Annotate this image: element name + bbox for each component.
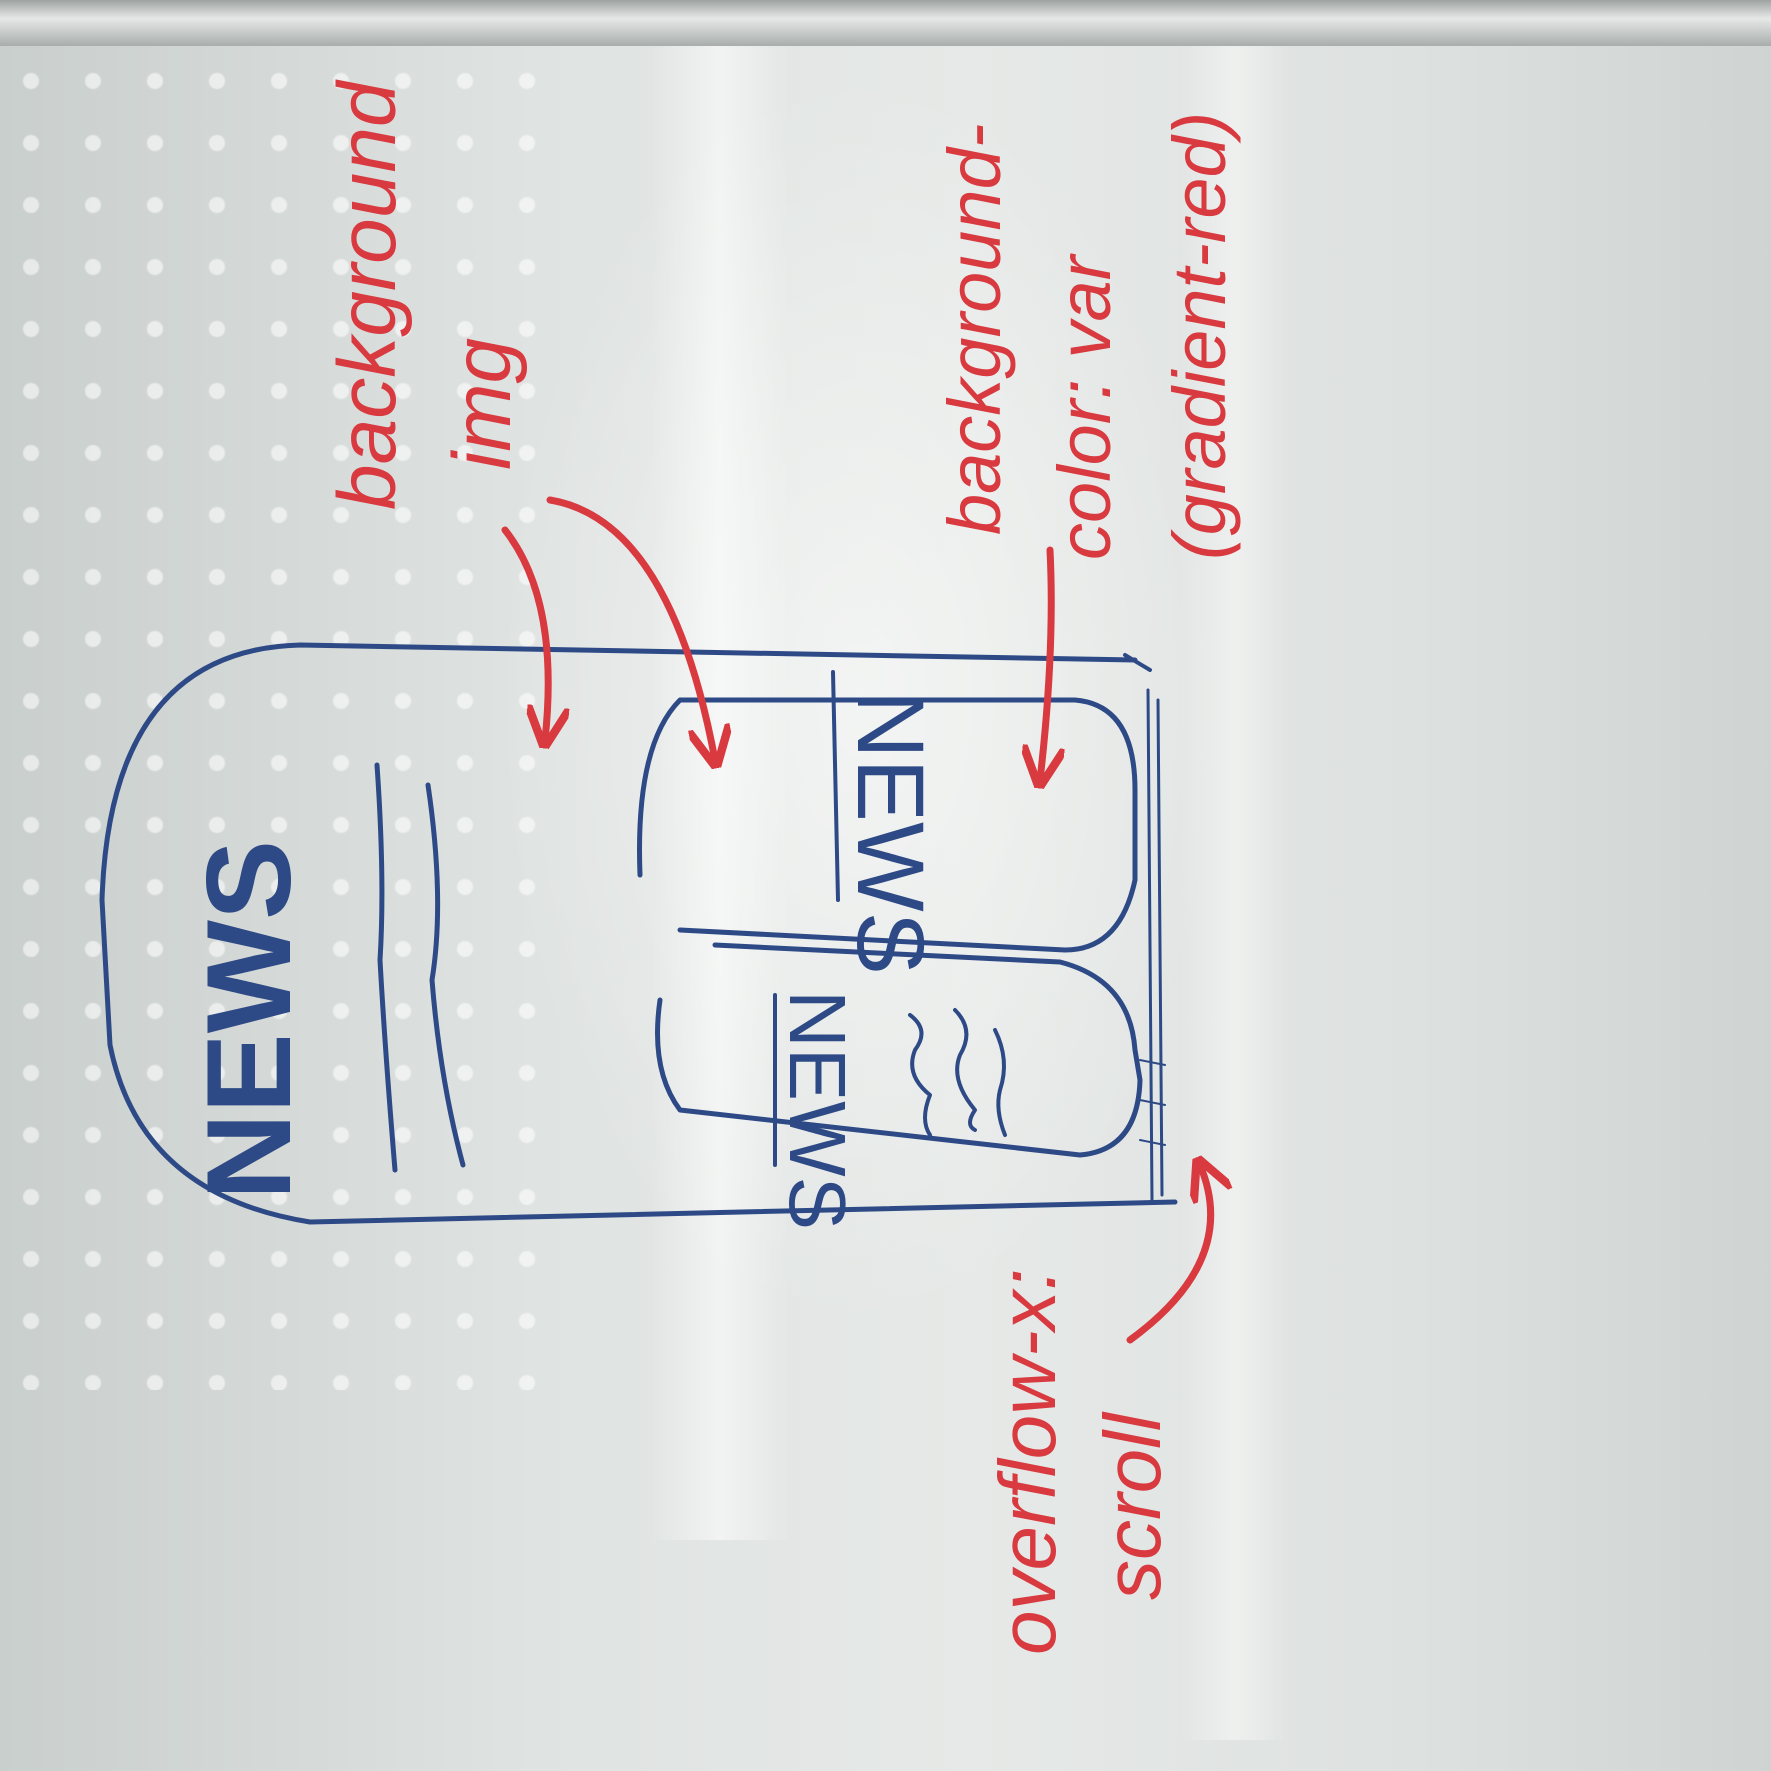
news-card-1-title: NEWS	[837, 690, 943, 975]
svg-text:background-: background-	[933, 124, 1016, 535]
svg-text:background: background	[322, 79, 413, 510]
svg-text:img: img	[437, 338, 528, 470]
annotation-background-color: background- color: var (gradient-red)	[933, 112, 1241, 780]
whiteboard-top-rail	[0, 0, 1771, 46]
page-outline-edge	[1123, 653, 1152, 672]
whiteboard-texture	[0, 50, 560, 1390]
svg-text:(gradient-red): (gradient-red)	[1158, 112, 1241, 560]
main-card-text-line	[425, 782, 466, 1168]
news-card-2-title: NEWS	[773, 990, 862, 1230]
arrow-to-overflow	[1126, 1165, 1211, 1344]
page-outline	[99, 642, 1178, 1225]
main-card: NEWS	[182, 762, 466, 1200]
overflow-edge	[1139, 688, 1166, 1202]
light-glare	[1180, 40, 1290, 1740]
light-glare	[650, 40, 790, 1540]
main-card-text-line	[374, 762, 398, 1173]
annotation-background-img: background img	[322, 79, 715, 760]
svg-text:scroll: scroll	[1088, 1411, 1177, 1600]
news-card-2: NEWS	[655, 942, 1143, 1230]
svg-text:overflow-x:: overflow-x:	[983, 1268, 1072, 1655]
arrow-to-card-bg	[546, 496, 715, 760]
annotation-overflow: overflow-x: scroll	[983, 1165, 1211, 1655]
arrow-to-page-bg	[501, 526, 548, 740]
news-card-1: NEWS	[637, 670, 1138, 975]
main-card-title: NEWS	[182, 840, 316, 1200]
arrow-to-card-color	[1040, 546, 1051, 780]
svg-text:color: var: color: var	[1043, 252, 1126, 560]
